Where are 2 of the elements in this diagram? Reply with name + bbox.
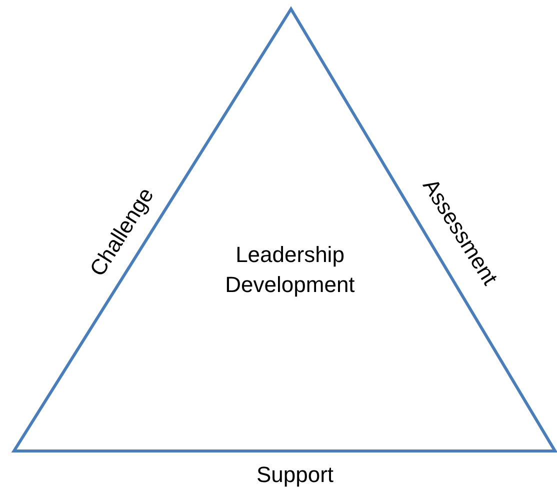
side-label: Support (256, 462, 334, 488)
node-text: Leadership Development (224, 241, 356, 299)
